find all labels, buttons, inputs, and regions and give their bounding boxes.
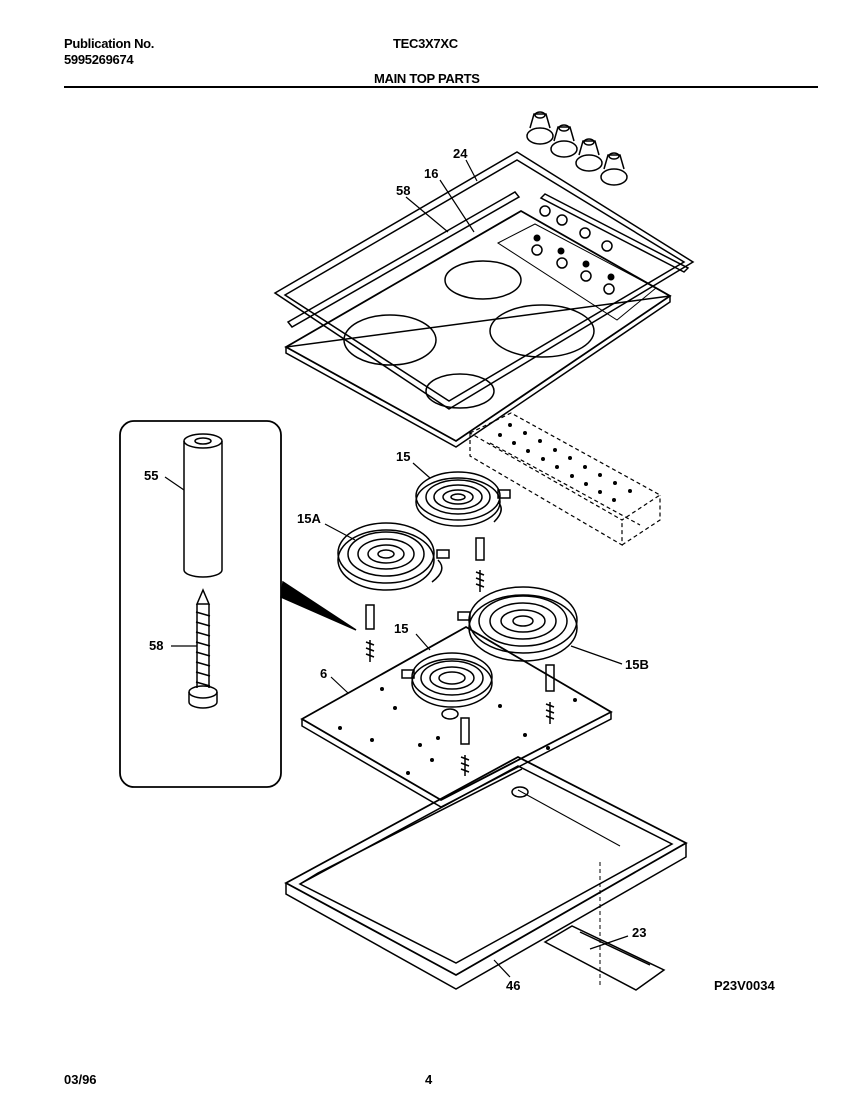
burner-marking-rear [444, 260, 522, 300]
callout-labels: 24 16 58 15 15A 15 15B 6 23 46 55 58 [144, 146, 649, 993]
inset-detail-box [119, 420, 357, 788]
burner-marking-front [425, 373, 495, 409]
callout-6: 6 [320, 666, 327, 681]
bottom-pan [284, 755, 688, 990]
control-housing-holes [498, 423, 632, 502]
callout-55: 55 [144, 468, 158, 483]
page-number: 4 [425, 1072, 433, 1087]
header-rule [64, 86, 818, 88]
knob-2 [550, 124, 578, 158]
knob-1 [526, 111, 554, 145]
surface-element-15-front [401, 652, 493, 708]
surface-element-15b [457, 586, 578, 662]
spacers-and-screws [365, 537, 555, 776]
callout-15-rear: 15 [396, 449, 410, 464]
publication-label: Publication No. [64, 36, 155, 51]
section-title: MAIN TOP PARTS [374, 71, 480, 86]
surface-element-15a [337, 522, 450, 591]
glass-cooktop [284, 205, 672, 448]
burner-marking-right [489, 304, 595, 358]
callout-46: 46 [506, 978, 520, 993]
control-knobs [526, 111, 628, 186]
screw-58 [188, 588, 218, 709]
spacer-tube-55 [183, 433, 223, 578]
leader-lines [164, 159, 629, 978]
callout-15-front: 15 [394, 621, 408, 636]
callout-15a: 15A [297, 511, 321, 526]
control-housing [468, 412, 662, 547]
footer-date: 03/96 [64, 1072, 97, 1087]
model-number: TEC3X7XC [393, 36, 458, 51]
callout-58-inset: 58 [149, 638, 163, 653]
callout-24: 24 [453, 146, 468, 161]
knob-4 [600, 152, 628, 186]
callout-58-top: 58 [396, 183, 410, 198]
publication-number: 5995269674 [64, 52, 134, 67]
trim-frame [273, 151, 695, 410]
gasket-strips [286, 191, 690, 328]
callout-15b: 15B [625, 657, 649, 672]
knob-3 [575, 138, 603, 172]
surface-element-15-rear [415, 471, 511, 527]
callout-16: 16 [424, 166, 438, 181]
figure-code: P23V0034 [714, 978, 775, 993]
bracket-23 [543, 925, 666, 991]
callout-23: 23 [632, 925, 646, 940]
burner-marking-left [343, 314, 437, 366]
